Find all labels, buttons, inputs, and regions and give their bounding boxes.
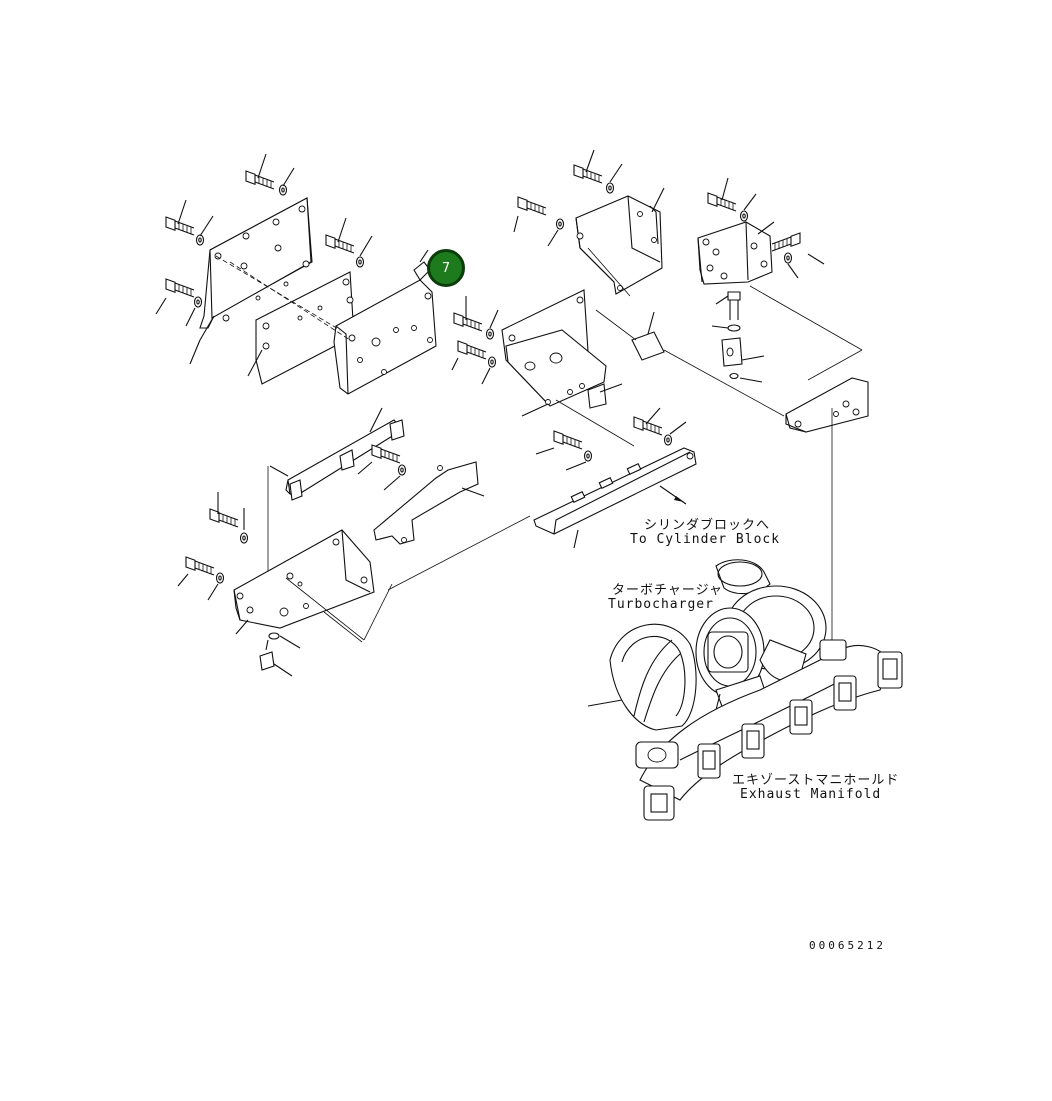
bolt-icon <box>453 312 483 332</box>
bolt-icon <box>185 556 215 576</box>
washer-icon <box>583 450 593 462</box>
washer-icon <box>487 356 497 368</box>
turbocharger-icon <box>695 559 827 713</box>
washer-icon <box>193 296 203 308</box>
turbocharger-label-en: Turbocharger <box>608 597 714 612</box>
bolt-icon <box>771 232 801 252</box>
washer-icon <box>739 210 749 222</box>
callout-number-7[interactable]: 7 <box>427 249 465 287</box>
washer-icon <box>485 328 495 340</box>
washer-icon <box>783 252 793 264</box>
cylinder-block-label-en: To Cylinder Block <box>630 532 781 547</box>
right-upper-bracket-assembly <box>697 177 869 644</box>
left-upper-bracket-assembly <box>155 153 437 395</box>
center-lower-rail <box>387 399 697 591</box>
bolt-icon <box>633 416 663 436</box>
bolt-icon <box>259 651 275 671</box>
washer-icon <box>355 256 365 268</box>
bolt-icon <box>457 340 487 360</box>
washer-icon <box>605 182 615 194</box>
cylinder-block-label-jp: シリンダブロックへ <box>644 518 771 533</box>
bolt-icon <box>165 278 195 298</box>
bolt-icon <box>707 192 737 212</box>
center-upper-bracket-assembly <box>451 149 785 417</box>
left-lower-bracket-assembly <box>177 407 485 677</box>
exhaust-manifold-label-en: Exhaust Manifold <box>740 787 882 802</box>
turbocharger-label-jp: ターボチャージャ <box>612 583 723 598</box>
bolt-icon <box>209 508 239 528</box>
washer-icon <box>239 532 249 544</box>
washer-icon <box>278 184 288 196</box>
washer-icon <box>397 464 407 476</box>
bolt-icon <box>553 430 583 450</box>
exhaust-manifold-icon <box>635 639 903 821</box>
heat-shield <box>587 623 697 731</box>
exhaust-manifold-label-jp: エキゾーストマニホールド <box>732 773 900 788</box>
washer-icon <box>555 218 565 230</box>
washer-icon <box>195 234 205 246</box>
bolt-icon <box>371 444 401 464</box>
washer-icon <box>268 632 280 640</box>
callout-number: 7 <box>441 260 451 276</box>
drawing-number: 00065212 <box>809 939 886 952</box>
bolt-icon <box>517 196 547 216</box>
washer-icon <box>663 434 673 446</box>
washer-icon <box>215 572 225 584</box>
